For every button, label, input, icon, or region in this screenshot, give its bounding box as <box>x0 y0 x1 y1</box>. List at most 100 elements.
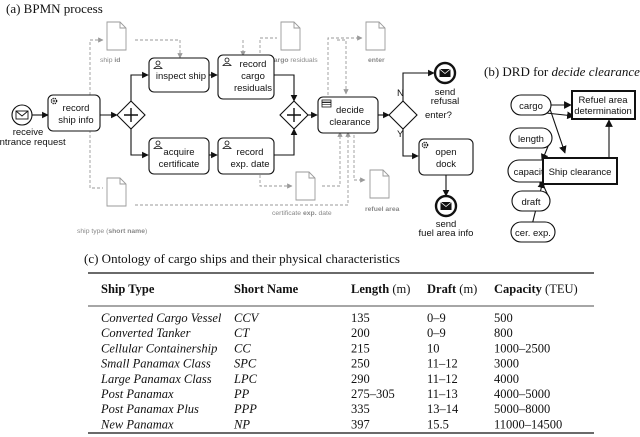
table-cell: Post Panamax Plus <box>100 402 199 416</box>
envelope-icon <box>15 110 29 120</box>
table-cell: Cellular Containership <box>101 341 217 355</box>
table-cell: 11–12 <box>427 372 458 386</box>
task-open-dock: open dock <box>418 138 474 176</box>
task-record-cargo-residuals: record cargo residuals <box>217 54 275 100</box>
column-header: Length (m) <box>351 282 410 296</box>
table-row: Converted Cargo Vessel CCV 135 0–9 500 <box>101 311 513 325</box>
drd-input-cer-exp: cer. exp. <box>510 221 556 243</box>
table-cell: SPC <box>234 357 257 371</box>
envelope-icon <box>439 68 451 77</box>
table-cell: 250 <box>351 357 370 371</box>
svg-text:cer. exp.: cer. exp. <box>515 228 551 239</box>
column-header: Draft (m) <box>427 282 477 296</box>
table-cell: Large Panamax Class <box>100 372 212 386</box>
svg-text:inspect ship: inspect ship <box>156 71 206 82</box>
table-cell: Converted Tanker <box>101 326 191 340</box>
table-cell: 5000–8000 <box>494 402 550 416</box>
bpmn-heading: (a) BPMN process <box>6 1 103 16</box>
svg-text:entrance request: entrance request <box>0 137 66 148</box>
svg-text:send: send <box>435 87 456 98</box>
svg-text:residuals: residuals <box>234 83 272 94</box>
table-cell: 215 <box>351 341 370 355</box>
table-cell: 1000–2500 <box>494 341 550 355</box>
svg-text:cargo: cargo <box>519 101 543 112</box>
column-header: Short Name <box>234 282 299 296</box>
column-header: Ship Type <box>101 282 155 296</box>
svg-text:determination: determination <box>574 106 632 117</box>
table-cell: 11–13 <box>427 387 458 401</box>
svg-text:acquire: acquire <box>163 147 194 158</box>
parallel-gateway-join <box>279 100 309 130</box>
svg-text:cargo residuals: cargo residuals <box>270 57 318 64</box>
data-object-cargo-residuals: cargo residuals <box>270 21 318 64</box>
svg-text:open: open <box>435 147 456 158</box>
svg-text:refuel area: refuel area <box>365 206 400 213</box>
table-cell: 0–9 <box>427 311 446 325</box>
task-decide-clearance: decide clearance <box>317 96 379 134</box>
svg-text:enter: enter <box>368 57 385 64</box>
svg-text:dock: dock <box>436 159 456 170</box>
table-cell: 397 <box>351 417 370 431</box>
start-event-receive-entrance-request: receive entrance request <box>0 104 66 148</box>
drd-input-draft: draft <box>511 190 551 212</box>
table-cell: 11–12 <box>427 357 458 371</box>
svg-text:ship id: ship id <box>100 57 120 64</box>
table-cell: PP <box>233 387 250 401</box>
user-icon <box>153 60 163 69</box>
table-cell: New Panamax <box>100 417 174 431</box>
svg-text:Refuel area: Refuel area <box>578 95 628 106</box>
table-cell: 10 <box>427 341 440 355</box>
drd-input-cargo: cargo <box>510 94 552 116</box>
user-icon <box>222 140 232 149</box>
column-header: Capacity (TEU) <box>494 282 578 296</box>
end-event-send-fuel-area-info: send fuel area info <box>419 194 473 239</box>
task-inspect-ship: inspect ship <box>148 57 210 93</box>
svg-text:Y: Y <box>397 129 404 140</box>
svg-text:receive: receive <box>13 127 44 138</box>
exclusive-gateway-enter: enter? N Y <box>388 88 452 140</box>
table-cell: Post Panamax <box>100 387 174 401</box>
parallel-gateway-split <box>116 100 146 130</box>
table-cell: 11000–14500 <box>494 417 562 431</box>
svg-text:Ship clearance: Ship clearance <box>549 167 612 178</box>
svg-text:enter?: enter? <box>425 110 452 121</box>
envelope-icon <box>440 201 452 210</box>
data-object-ship-type: ship type (short name) <box>77 177 147 235</box>
svg-text:exp. date: exp. date <box>230 159 269 170</box>
svg-text:send: send <box>436 219 457 230</box>
table-cell: Small Panamax Class <box>101 357 211 371</box>
table-cell: 135 <box>351 311 370 325</box>
svg-text:N: N <box>397 88 404 99</box>
table-cell: LPC <box>233 372 258 386</box>
drd-input-length: length <box>509 127 553 149</box>
table-cell: 335 <box>351 402 370 416</box>
table-cell: CCV <box>234 311 260 325</box>
table-cell: 4000 <box>494 372 519 386</box>
table-cell: PPP <box>233 402 257 416</box>
svg-text:decide: decide <box>336 105 364 116</box>
svg-text:record: record <box>240 59 267 70</box>
end-event-send-refusal: send refusal <box>431 61 459 107</box>
svg-text:certificate: certificate <box>159 159 200 170</box>
svg-text:cargo: cargo <box>241 71 265 82</box>
svg-text:length: length <box>518 134 544 145</box>
table-cell: Converted Cargo Vessel <box>101 311 222 325</box>
svg-text:ship info: ship info <box>58 115 93 126</box>
data-object-enter: enter <box>365 21 386 64</box>
svg-text:record: record <box>63 103 90 114</box>
data-object-ship-id: ship id <box>100 21 127 64</box>
table-cell: 4000–5000 <box>494 387 550 401</box>
table-cell: 500 <box>494 311 513 325</box>
svg-text:certificate exp. date: certificate exp. date <box>272 210 332 217</box>
table-cell: 15.5 <box>427 417 449 431</box>
svg-text:ship type (short name): ship type (short name) <box>77 228 147 235</box>
data-object-refuel-area: refuel area <box>365 169 400 213</box>
table-cell: 200 <box>351 326 370 340</box>
table-cell: 800 <box>494 326 513 340</box>
